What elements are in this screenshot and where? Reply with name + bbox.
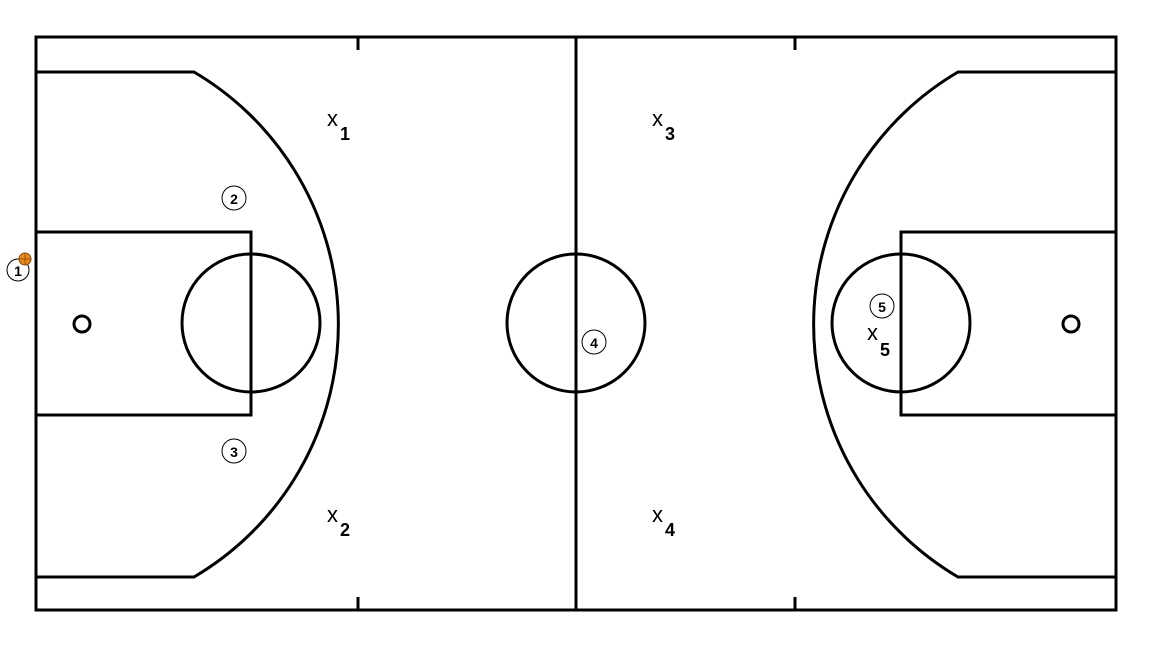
defender-mark: x bbox=[327, 106, 338, 131]
defender-mark: x bbox=[867, 320, 878, 345]
player-label: 2 bbox=[230, 191, 238, 207]
defender-mark: x bbox=[652, 106, 663, 131]
center-circle bbox=[505, 252, 647, 394]
player-label: 3 bbox=[230, 444, 238, 460]
basket-right bbox=[1061, 314, 1081, 334]
player-label: 1 bbox=[14, 263, 22, 279]
three-point-line-left bbox=[36, 70, 340, 579]
defender-mark: x bbox=[327, 502, 338, 527]
player-label: 4 bbox=[590, 335, 598, 351]
key-left bbox=[34, 230, 253, 417]
free-throw-circle-right bbox=[830, 252, 972, 394]
defense-player-1: x 1 bbox=[327, 106, 350, 144]
defense-player-2: x 2 bbox=[327, 502, 350, 540]
defense-player-4: x 4 bbox=[652, 502, 675, 540]
player-label: 5 bbox=[878, 299, 886, 315]
defender-mark: x bbox=[652, 502, 663, 527]
offense-player-5: 5 bbox=[869, 293, 895, 319]
defender-number: 4 bbox=[665, 520, 675, 540]
defender-number: 2 bbox=[340, 520, 350, 540]
defender-number: 5 bbox=[880, 340, 890, 360]
defender-number: 1 bbox=[340, 124, 350, 144]
three-point-line-right bbox=[812, 70, 1116, 579]
basketball-icon bbox=[18, 252, 32, 266]
free-throw-circle-left bbox=[180, 252, 322, 394]
offense-player-2: 2 bbox=[221, 185, 247, 211]
defense-player-5: x 5 bbox=[867, 320, 890, 360]
basket-left bbox=[72, 314, 92, 334]
offense-player-4: 4 bbox=[581, 329, 607, 355]
key-right bbox=[899, 230, 1118, 417]
defender-number: 3 bbox=[665, 124, 675, 144]
offense-player-3: 3 bbox=[221, 438, 247, 464]
defense-player-3: x 3 bbox=[652, 106, 675, 144]
